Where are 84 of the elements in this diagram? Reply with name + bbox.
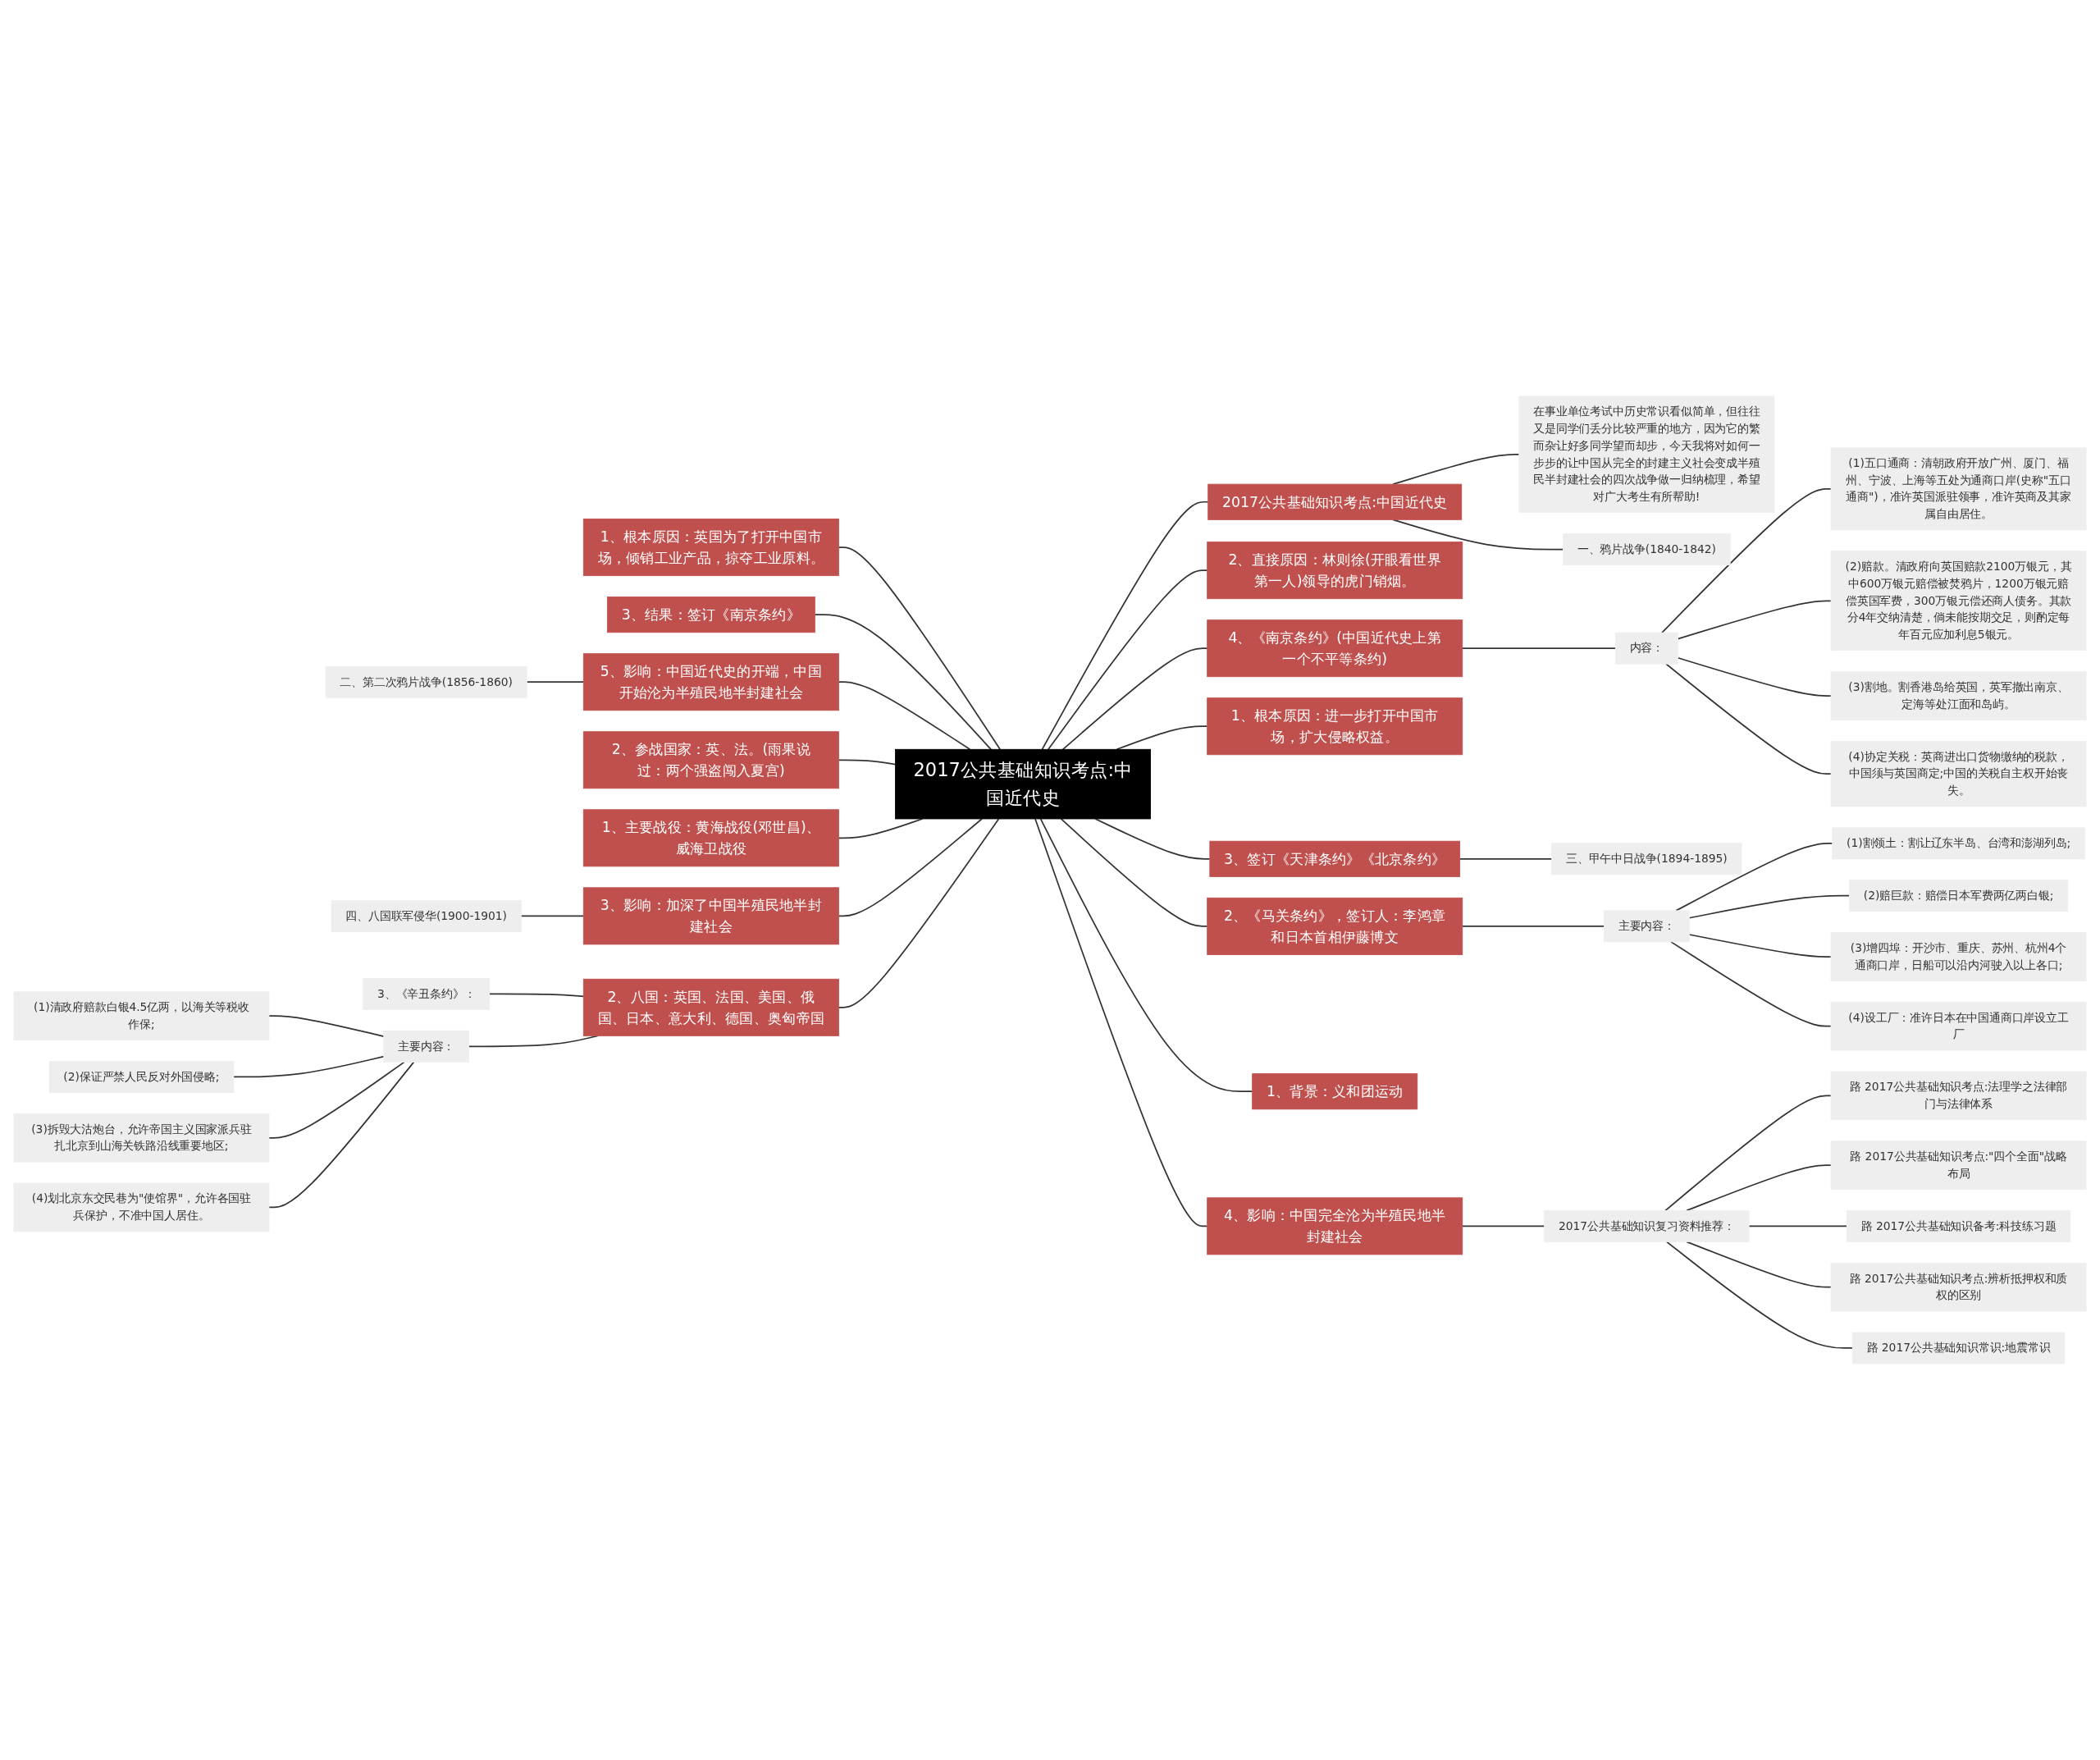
node-box: (4)划北京东交民巷为"使馆界"，允许各国驻兵保护，不准中国人居住。: [13, 1182, 270, 1232]
node-box: (4)设工厂：准许日本在中国通商口岸设立工厂: [1830, 1001, 2087, 1051]
connector: [1661, 487, 1832, 634]
connector: [1041, 501, 1209, 751]
connector: [1748, 1225, 1848, 1227]
node-box: (1)五口通商：清朝政府开放广州、厦门、福州、宁波、上海等五处为通商口岸(史称"五口通商")，准许英国派驻领事，准许英商及其家属自由居住。: [1830, 447, 2087, 531]
connector: [1686, 1241, 1832, 1288]
connector: [520, 915, 585, 917]
connector: [1670, 941, 1832, 1027]
node-box: 4、影响：中国完全沦为半殖民地半封建社会: [1207, 1197, 1463, 1255]
node-box: (2)赔款。清政府向英国赔款2100万银元，其中600万银元赔偿被焚鸦片，1200万银元赔偿英国军费，300万银元偿还商人债务。其款分4年交纳清楚，倘未能按期交足，则酌定每年百元应加利息5银元。: [1830, 551, 2087, 651]
connector: [1665, 1241, 1854, 1349]
node-box: 3、结果：签订《南京条约》: [606, 597, 815, 633]
node-box: 2017公共基础知识考点:中国近代史: [895, 748, 1151, 820]
node-box: (3)割地。割香港岛给英国，英军撤出南京、定海等处江面和岛屿。: [1830, 671, 2087, 720]
connector: [838, 818, 1000, 1008]
node-box: 路 2017公共基础知识常识:地震常识: [1851, 1332, 2066, 1365]
node-box: (1)割领土：割让辽东半岛、台湾和澎湖列岛;: [1832, 827, 2085, 860]
node-box: 3、《辛丑条约》：: [363, 977, 491, 1010]
connector: [268, 1061, 415, 1209]
connector: [1688, 934, 1832, 958]
node-box: 二、第二次鸦片战争(1856-1860): [325, 665, 527, 698]
connector: [1461, 1225, 1545, 1227]
node-box: 四、八国联军侵华(1900-1901): [331, 899, 522, 932]
connector: [1459, 857, 1553, 860]
node-box: 2、《马关条约》，签订人：李鸿章和日本首相伊藤博文: [1207, 897, 1463, 955]
connector: [838, 681, 971, 751]
node-box: 2、直接原因：林则徐(开眼看世界第一人)领导的虎门销烟。: [1207, 542, 1463, 600]
connector: [1061, 647, 1208, 751]
node-box: 在事业单位考试中历史常识看似简单，但往往又是同学们丢分比较严重的地方，因为它的繁而杂让好多同学望而却步，今天我将对如何一步步的让中国从完全的封建主义社会变成半殖民半封建社会的四次战争做一归纳梳理，希望对广大考生有所帮助!: [1518, 395, 1775, 514]
connector: [1039, 818, 1253, 1093]
connector: [838, 759, 897, 766]
node-box: 1、背景：义和团运动: [1252, 1073, 1418, 1110]
connector: [268, 1015, 385, 1037]
connector: [1392, 454, 1520, 485]
connector: [232, 1055, 385, 1078]
connector: [1677, 656, 1832, 697]
node-box: 主要内容：: [1604, 910, 1690, 943]
node-box: 2017公共基础知识复习资料推荐：: [1544, 1209, 1750, 1242]
connector: [1116, 725, 1208, 751]
connector: [1461, 926, 1605, 927]
connector: [268, 1061, 405, 1139]
node-box: 1、主要战役：黄海战役(邓世昌)、威海卫战役: [582, 809, 839, 867]
connector: [1094, 818, 1211, 860]
connector: [838, 818, 924, 839]
connector: [526, 681, 585, 683]
connector: [1686, 1164, 1832, 1212]
node-box: (3)拆毁大沽炮台，允许帝国主义国家派兵驻扎北京到山海关铁路沿线重要地区;: [13, 1113, 270, 1163]
connector: [1664, 1095, 1832, 1212]
connector: [1392, 519, 1564, 551]
node-box: (1)清政府赔款白银4.5亿两，以海关等税收作保;: [13, 991, 270, 1040]
connector: [1675, 842, 1833, 912]
node-box: 2、八国：英国、法国、美国、俄国、日本、意大利、德国、奥匈帝国: [582, 978, 839, 1036]
node-box: 4、《南京条约》(中国近代史上第一个不平等条约): [1207, 619, 1463, 678]
connector: [488, 993, 585, 998]
node-box: 路 2017公共基础知识考点:"四个全面"战略布局: [1830, 1141, 2087, 1190]
connector: [1677, 600, 1832, 640]
node-box: 1、根本原因：进一步打开中国市场，扩大侵略权益。: [1207, 697, 1463, 756]
node-box: (2)保证严禁人民反对外国侵略;: [48, 1061, 235, 1093]
connector: [1665, 663, 1832, 775]
node-box: 路 2017公共基础知识考点:辨析抵押权和质权的区别: [1830, 1262, 2087, 1312]
node-box: 一、鸦片战争(1840-1842): [1563, 533, 1731, 566]
connector: [838, 818, 983, 917]
node-box: 内容：: [1614, 632, 1678, 665]
node-box: 三、甲午中日战争(1894-1895): [1551, 843, 1742, 875]
node-box: 1、根本原因：英国为了打开中国市场，倾销工业产品，掠夺工业原料。: [582, 519, 839, 577]
connector: [838, 546, 1001, 751]
node-box: 路 2017公共基础知识考点:法理学之法律部门与法律体系: [1830, 1071, 2087, 1121]
node-box: 主要内容：: [383, 1030, 469, 1063]
node-box: 3、影响：加深了中国半殖民地半封建社会: [582, 887, 839, 945]
connector: [814, 614, 992, 751]
node-box: 2、参战国家：英、法。(雨果说过：两个强盗闯入夏宫): [582, 731, 839, 789]
node-box: (4)协定关税：英商进出口货物缴纳的税款，中国须与英国商定;中国的关税自主权开始丧失。: [1830, 740, 2087, 807]
connector: [1060, 818, 1208, 927]
node-box: 5、影响：中国近代史的开端，中国开始沦为半殖民地半封建社会: [582, 653, 839, 711]
node-box: 2017公共基础知识考点:中国近代史: [1208, 483, 1463, 520]
connector: [1048, 569, 1208, 751]
node-box: (2)赔巨款：赔偿日本军费两亿两白银;: [1849, 880, 2069, 912]
node-box: 路 2017公共基础知识备考:科技练习题: [1846, 1209, 2071, 1242]
connector: [1688, 894, 1851, 919]
node-box: 3、签订《天津条约》《北京条约》: [1209, 840, 1461, 877]
node-box: (3)增四埠：开沙市、重庆、苏州、杭州4个通商口岸，日船可以沿内河驶入以上各口;: [1830, 932, 2087, 981]
connector: [1461, 647, 1617, 650]
connector: [1034, 818, 1208, 1227]
